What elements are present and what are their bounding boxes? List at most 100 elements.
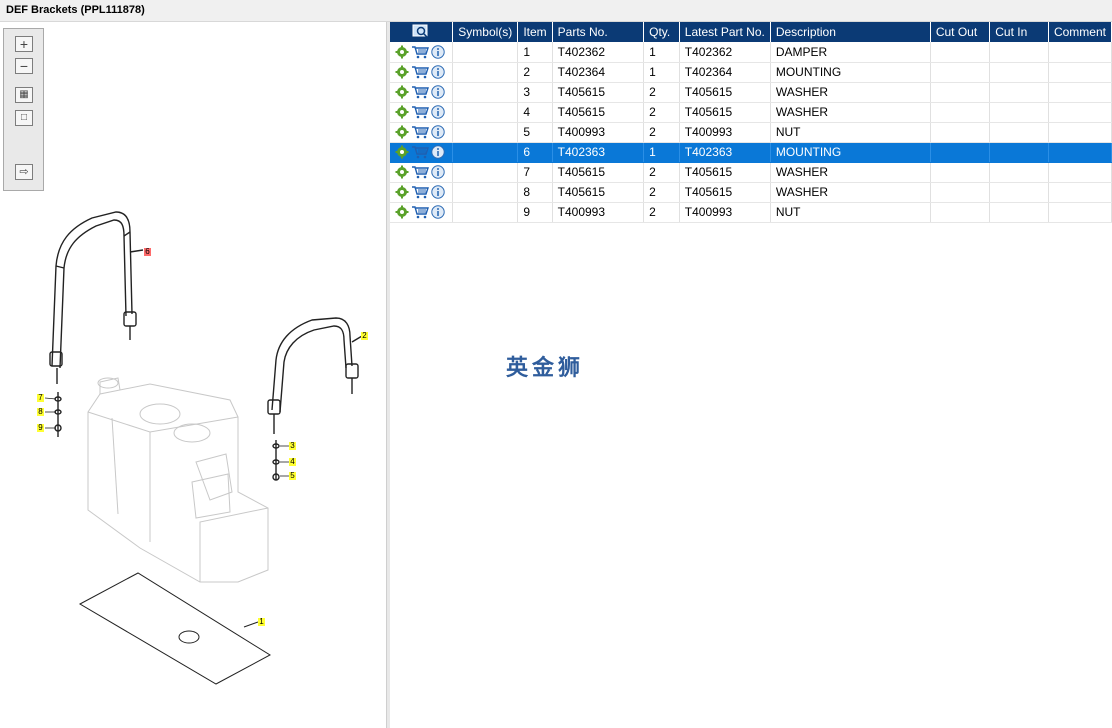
description-cell: MOUNTING — [770, 142, 931, 163]
table-row[interactable]: 6 T402363 1 T402363 MOUNTING — [390, 142, 1112, 163]
gear-icon[interactable] — [395, 145, 409, 159]
diagram-pane[interactable]: 6 2 7 8 9 3 4 5 1 + − ▦ □ ⇨ — [0, 22, 387, 728]
description-cell: WASHER — [770, 102, 931, 123]
info-icon[interactable] — [431, 145, 445, 159]
gear-icon[interactable] — [395, 65, 409, 79]
symbol-cell — [452, 202, 519, 223]
column-header-qty[interactable]: Qty. — [643, 22, 680, 42]
callout-4[interactable]: 4 — [290, 457, 295, 466]
comment-cell — [1048, 102, 1112, 123]
part-number-cell: T405615 — [552, 102, 645, 123]
zoom-toolbar: + − ▦ □ ⇨ — [3, 28, 44, 191]
column-header-cut-in[interactable]: Cut In — [989, 22, 1049, 42]
table-row[interactable]: 3 T405615 2 T405615 WASHER — [390, 82, 1112, 103]
table-row[interactable]: 1 T402362 1 T402362 DAMPER — [390, 42, 1112, 63]
cut-in-cell — [989, 102, 1049, 123]
column-header-latest-part-no[interactable]: Latest Part No. — [679, 22, 771, 42]
qty-cell: 1 — [643, 62, 680, 83]
comment-cell — [1048, 162, 1112, 183]
part-number-cell: T405615 — [552, 82, 645, 103]
cart-icon[interactable] — [411, 85, 429, 99]
gear-icon[interactable] — [395, 185, 409, 199]
symbol-cell — [452, 102, 519, 123]
info-icon[interactable] — [431, 85, 445, 99]
info-icon[interactable] — [431, 205, 445, 219]
table-row[interactable]: 9 T400993 2 T400993 NUT — [390, 202, 1112, 223]
zoom-out-icon[interactable]: − — [15, 58, 33, 74]
cut-out-cell — [930, 202, 991, 223]
cut-in-cell — [989, 202, 1049, 223]
zoom-in-icon[interactable]: + — [15, 36, 33, 52]
cart-icon[interactable] — [411, 45, 429, 59]
callout-2[interactable]: 2 — [362, 331, 367, 340]
pane-splitter[interactable] — [387, 22, 390, 728]
item-cell: 5 — [517, 122, 553, 143]
callout-3[interactable]: 3 — [290, 441, 295, 450]
cart-icon[interactable] — [411, 65, 429, 79]
column-header-cut-out[interactable]: Cut Out — [930, 22, 991, 42]
export-list-icon[interactable]: ⇨ — [15, 164, 33, 180]
latest-part-number-cell: T402363 — [679, 142, 771, 163]
gear-icon[interactable] — [395, 105, 409, 119]
info-icon[interactable] — [431, 65, 445, 79]
callout-7[interactable]: 7 — [38, 393, 43, 402]
callout-1[interactable]: 1 — [259, 617, 264, 626]
exploded-parts-diagram[interactable]: 6 2 7 8 9 3 4 5 1 — [0, 22, 387, 728]
gear-icon[interactable] — [395, 125, 409, 139]
actual-size-icon[interactable]: □ — [15, 110, 33, 126]
part-number-cell: T402363 — [552, 142, 645, 163]
info-icon[interactable] — [431, 105, 445, 119]
cart-icon[interactable] — [411, 105, 429, 119]
callout-9[interactable]: 9 — [38, 423, 43, 432]
gear-icon[interactable] — [395, 45, 409, 59]
column-header-description[interactable]: Description — [770, 22, 931, 42]
row-actions-cell — [390, 62, 454, 83]
description-cell: WASHER — [770, 162, 931, 183]
item-cell: 8 — [517, 182, 553, 203]
row-actions-cell — [390, 82, 454, 103]
cut-out-cell — [930, 122, 991, 143]
table-row[interactable]: 2 T402364 1 T402364 MOUNTING — [390, 62, 1112, 83]
info-icon[interactable] — [431, 185, 445, 199]
callout-5[interactable]: 5 — [290, 471, 295, 480]
column-header-parts-no[interactable]: Parts No. — [552, 22, 645, 42]
column-header-actions[interactable] — [390, 22, 454, 42]
column-header-comment[interactable]: Comment — [1048, 22, 1112, 42]
item-cell: 6 — [517, 142, 553, 163]
table-row[interactable]: 4 T405615 2 T405615 WASHER — [390, 102, 1112, 123]
row-actions-cell — [390, 162, 454, 183]
cart-icon[interactable] — [411, 145, 429, 159]
column-header-item[interactable]: Item — [517, 22, 553, 42]
column-header-symbols[interactable]: Symbol(s) — [452, 22, 519, 42]
cart-icon[interactable] — [411, 185, 429, 199]
info-icon[interactable] — [431, 125, 445, 139]
search-parts-icon[interactable] — [412, 24, 430, 38]
latest-part-number-cell: T405615 — [679, 182, 771, 203]
cut-out-cell — [930, 162, 991, 183]
cart-icon[interactable] — [411, 205, 429, 219]
item-cell: 4 — [517, 102, 553, 123]
fit-to-window-icon[interactable]: ▦ — [15, 87, 33, 103]
cart-icon[interactable] — [411, 125, 429, 139]
latest-part-number-cell: T400993 — [679, 122, 771, 143]
table-row[interactable]: 5 T400993 2 T400993 NUT — [390, 122, 1112, 143]
gear-icon[interactable] — [395, 165, 409, 179]
callout-2-box — [361, 332, 368, 340]
row-actions-cell — [390, 42, 454, 63]
latest-part-number-cell: T405615 — [679, 102, 771, 123]
cart-icon[interactable] — [411, 165, 429, 179]
latest-part-number-cell: T405615 — [679, 82, 771, 103]
callout-8[interactable]: 8 — [38, 407, 43, 416]
cut-out-cell — [930, 142, 991, 163]
gear-icon[interactable] — [395, 85, 409, 99]
callout-6[interactable]: 6 — [145, 247, 150, 256]
cut-in-cell — [989, 82, 1049, 103]
info-icon[interactable] — [431, 165, 445, 179]
table-row[interactable]: 8 T405615 2 T405615 WASHER — [390, 182, 1112, 203]
table-row[interactable]: 7 T405615 2 T405615 WASHER — [390, 162, 1112, 183]
cut-out-cell — [930, 102, 991, 123]
comment-cell — [1048, 42, 1112, 63]
part-number-cell: T405615 — [552, 162, 645, 183]
gear-icon[interactable] — [395, 205, 409, 219]
info-icon[interactable] — [431, 45, 445, 59]
